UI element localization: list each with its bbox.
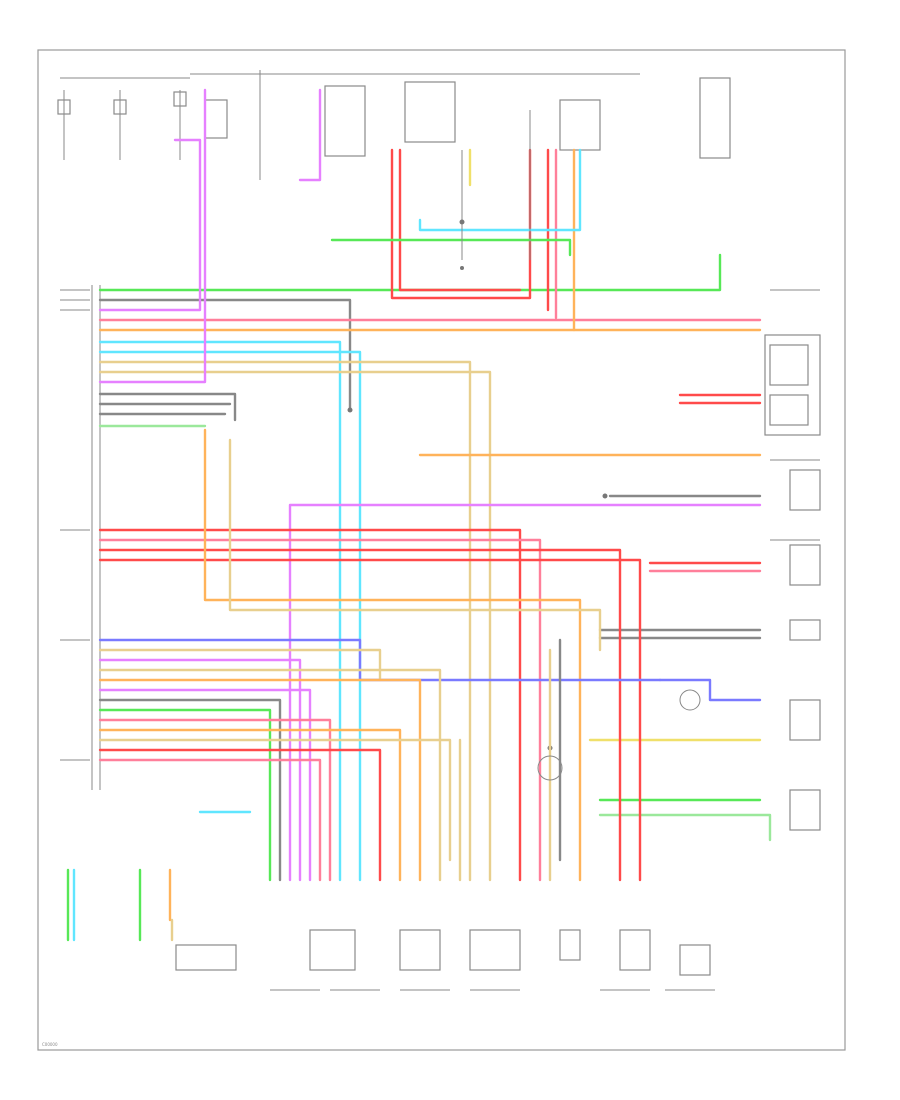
top-red-bundle	[298, 88, 582, 332]
bottom-components	[175, 689, 711, 976]
wire-gray-1	[98, 392, 237, 422]
wire-violet-2	[98, 88, 207, 384]
lower-left-wires	[66, 810, 252, 942]
diagram-code: C00000	[42, 1042, 58, 1047]
wire-black-1	[98, 298, 352, 412]
top-relay-boxes	[190, 70, 731, 180]
wire-violet-1	[98, 138, 202, 312]
pcm-middle-wires	[98, 428, 642, 882]
pcm-left-connector	[91, 285, 101, 790]
top-left-fuse-group	[57, 77, 190, 160]
label-placeholders	[60, 289, 820, 991]
splice-points	[347, 219, 608, 751]
wire-green-top	[98, 253, 722, 292]
pcm-upper-wires	[98, 88, 762, 882]
wire-tan-2	[98, 370, 492, 882]
right-components	[764, 334, 821, 831]
diagram-frame	[37, 49, 846, 1051]
wire-cyan-2	[98, 350, 362, 882]
right-wires	[288, 393, 772, 882]
wire-tan-1	[98, 360, 472, 882]
wire-cyan-1	[98, 340, 342, 882]
pcm-lower-wires	[98, 638, 662, 882]
